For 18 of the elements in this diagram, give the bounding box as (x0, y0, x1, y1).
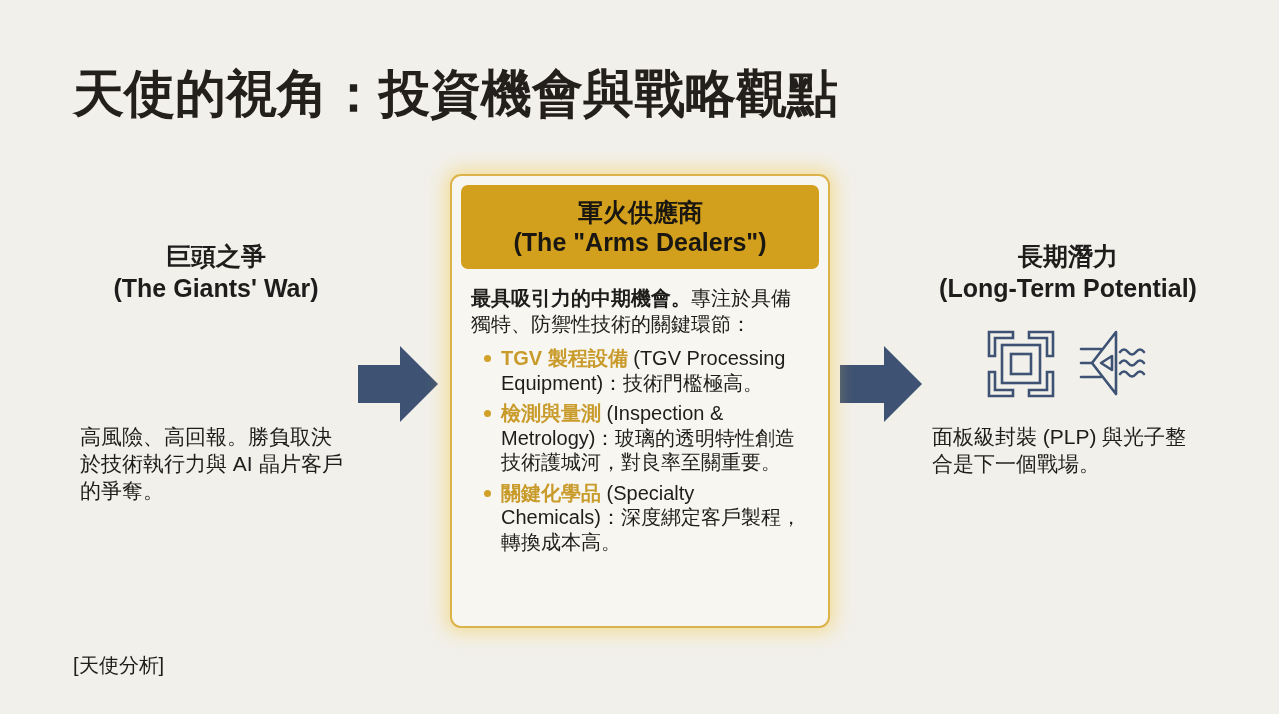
section-heading: 長期潛力 (1018, 241, 1118, 272)
section-subheading: (Long-Term Potential) (939, 273, 1197, 304)
description-text: 高風險、高回報。勝負取決於技術執行力與 AI 晶片客戶的爭奪。 (80, 424, 344, 504)
section-subheading: (The Giants' War) (113, 273, 319, 304)
card-subtitle: (The "Arms Dealers") (513, 227, 767, 257)
card-title: 軍火供應商 (577, 197, 703, 227)
list-item-text: TGV 製程設備 (TGV Processing Equipment)：技術門檻極高。 (501, 346, 787, 395)
source-note: [天使分析] (73, 653, 165, 678)
description-text: 面板級封裝 (PLP) 與光子整合是下一個戰場。 (932, 424, 1188, 477)
list-item-text: 檢測與量測 (Inspection & Metrology)：玻璃的透明特性創造技術護城河，對良率至關重要。 (501, 401, 797, 475)
page-title: 天使的視角：投資機會與戰略觀點 (73, 66, 838, 122)
block-arrow (840, 346, 922, 422)
list-item-text: 關鍵化學品 (Specialty Chemicals)：深度綁定客戶製程，轉換成本高。 (501, 480, 803, 554)
highlight-card (450, 174, 830, 628)
intro-text: 最具吸引力的中期機會。專注於具備獨特、防禦性技術的關鍵環節： (471, 286, 792, 337)
block-arrow (358, 346, 438, 422)
section-heading: 巨頭之爭 (166, 241, 266, 272)
header-band (461, 185, 819, 269)
